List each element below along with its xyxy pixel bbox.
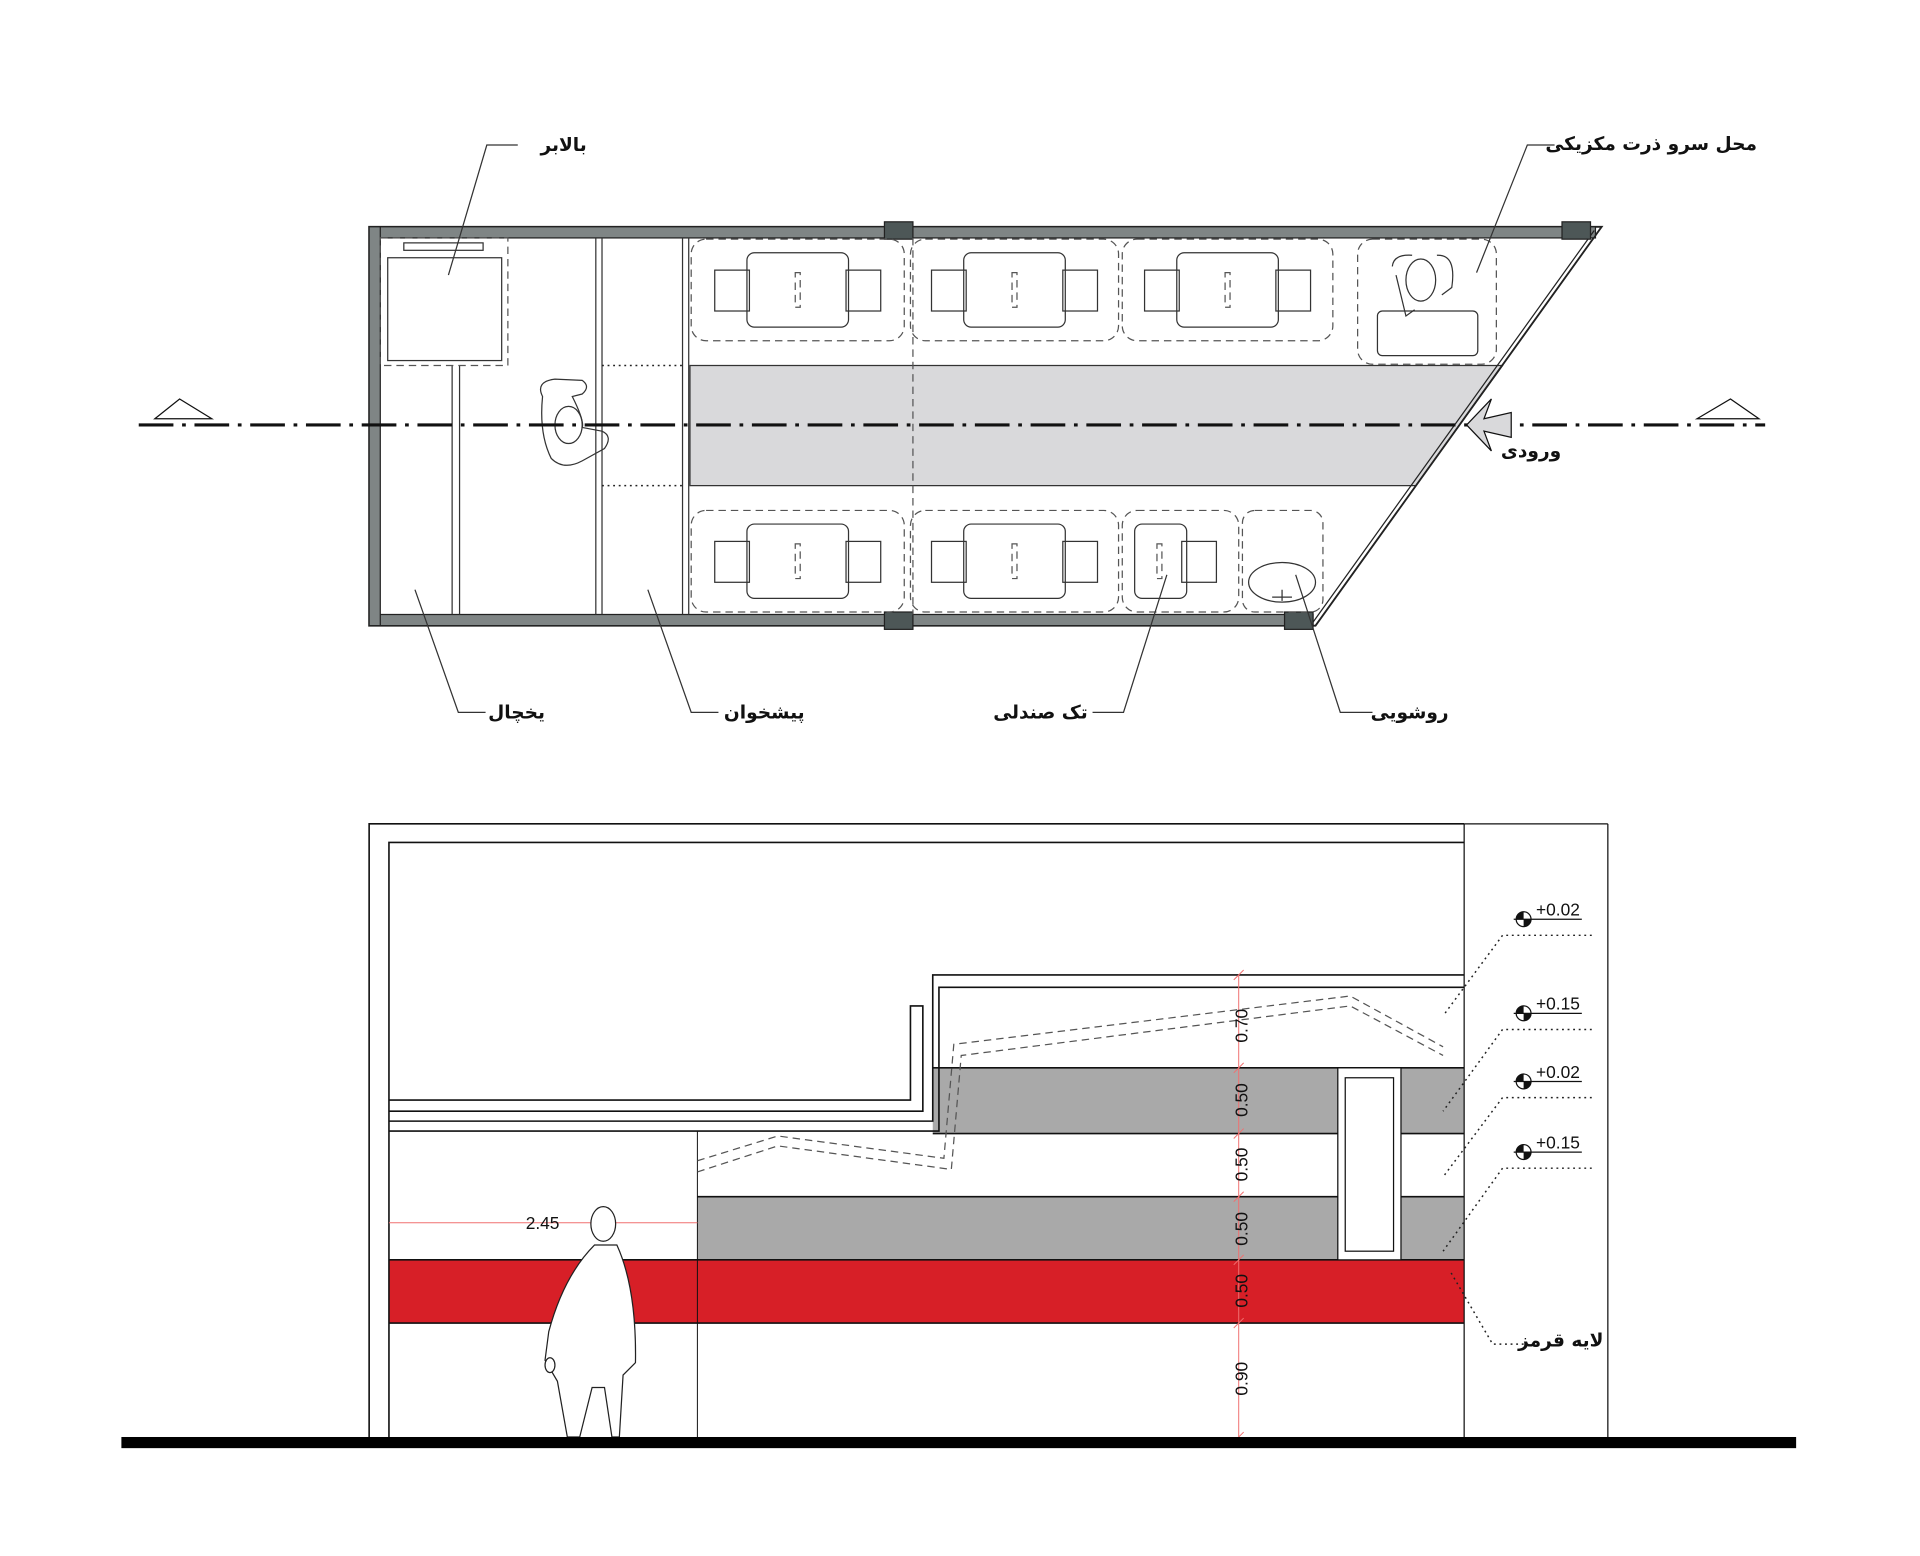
elevation-label: +0.02: [1536, 1062, 1580, 1082]
section-marker-right: [1694, 398, 1761, 420]
booths: [690, 238, 1334, 613]
vertical-dimension-label: 0.90: [1231, 1362, 1251, 1396]
section-marker-left: [153, 398, 215, 420]
ground-line: [121, 1436, 1797, 1449]
chair: [845, 540, 882, 583]
table: [746, 252, 850, 328]
elevation-label: +0.15: [1536, 1132, 1580, 1152]
table: [1134, 523, 1188, 600]
vertical-dimension-label: 0.50: [1231, 1212, 1251, 1246]
band-red: [388, 1259, 1465, 1324]
chair: [1181, 540, 1218, 583]
elevation-marker: +0.02: [1442, 1062, 1592, 1178]
column: [1283, 611, 1314, 630]
column: [1561, 221, 1592, 240]
level-marker-icon: [1516, 1144, 1532, 1160]
table: [963, 252, 1066, 328]
elevation-marker: +0.15: [1442, 1132, 1592, 1252]
label-washbasin: روشویی: [1371, 703, 1449, 724]
label-lift: بالابر: [539, 135, 586, 156]
booth: [1121, 238, 1334, 342]
booth: [1121, 509, 1240, 613]
chair: [1143, 269, 1180, 312]
washbasin: [1241, 509, 1324, 613]
chair: [1275, 269, 1312, 312]
dashed-canopy: [697, 995, 1444, 1173]
table: [963, 523, 1066, 600]
label-counter: پیشخوان: [724, 703, 805, 724]
column: [883, 221, 914, 240]
chair: [930, 540, 967, 583]
chair: [1062, 540, 1099, 583]
table: [746, 523, 850, 600]
bottom-wall: [368, 613, 1314, 627]
elevation-label: +0.02: [1536, 899, 1580, 919]
booth: [690, 238, 905, 342]
chair: [930, 269, 967, 312]
vertical-dimension-label: 0.50: [1231, 1083, 1251, 1117]
table: [1176, 252, 1279, 328]
chair: [845, 269, 882, 312]
level-marker-icon: [1516, 1074, 1532, 1089]
chair: [714, 269, 751, 312]
label-fridge: یخچال: [488, 703, 545, 724]
band-gray-lower: [697, 1196, 1465, 1260]
level-marker-icon: [1516, 911, 1532, 927]
elevation-label: +0.15: [1536, 994, 1580, 1014]
elevation-marker: +0.15: [1442, 994, 1592, 1112]
lift: [379, 237, 509, 367]
vertical-dimension-label: 0.50: [1231, 1148, 1251, 1182]
corn-station: [1357, 238, 1497, 365]
floor-plan: بالابر محل سرو ذرت مکزیکی ورودی یخچال پی…: [138, 134, 1766, 724]
entrance-arrow-icon: [1465, 398, 1512, 452]
facade-glass: [1315, 226, 1603, 626]
elevation-marker: +0.02: [1442, 899, 1592, 1017]
vertical-dimension-label: 0.50: [1231, 1274, 1251, 1308]
chair: [1062, 269, 1099, 312]
label-corn-station: محل سرو ذرت مکزیکی: [1545, 134, 1757, 155]
level-marker-icon: [1516, 1005, 1532, 1021]
staff-figure: [539, 378, 609, 466]
column: [883, 611, 914, 630]
chair: [714, 540, 751, 583]
booth: [909, 509, 1120, 613]
human-scale-figure: [544, 1205, 637, 1438]
label-single-seat: تک صندلی: [993, 703, 1088, 724]
booth: [909, 238, 1120, 342]
dimension-2-45: 2.45: [526, 1213, 560, 1233]
section-elevation: 0.70 0.50 0.50 0.50 0.50 0.90 2.45 +0.02 +0.15…: [121, 823, 1797, 1449]
label-entrance: ورودی: [1501, 441, 1561, 462]
label-red-layer: لایه قرمز: [1517, 1331, 1603, 1352]
top-wall: [368, 226, 1597, 239]
vertical-dimension-label: 0.70: [1231, 1009, 1251, 1043]
booth: [690, 509, 905, 613]
